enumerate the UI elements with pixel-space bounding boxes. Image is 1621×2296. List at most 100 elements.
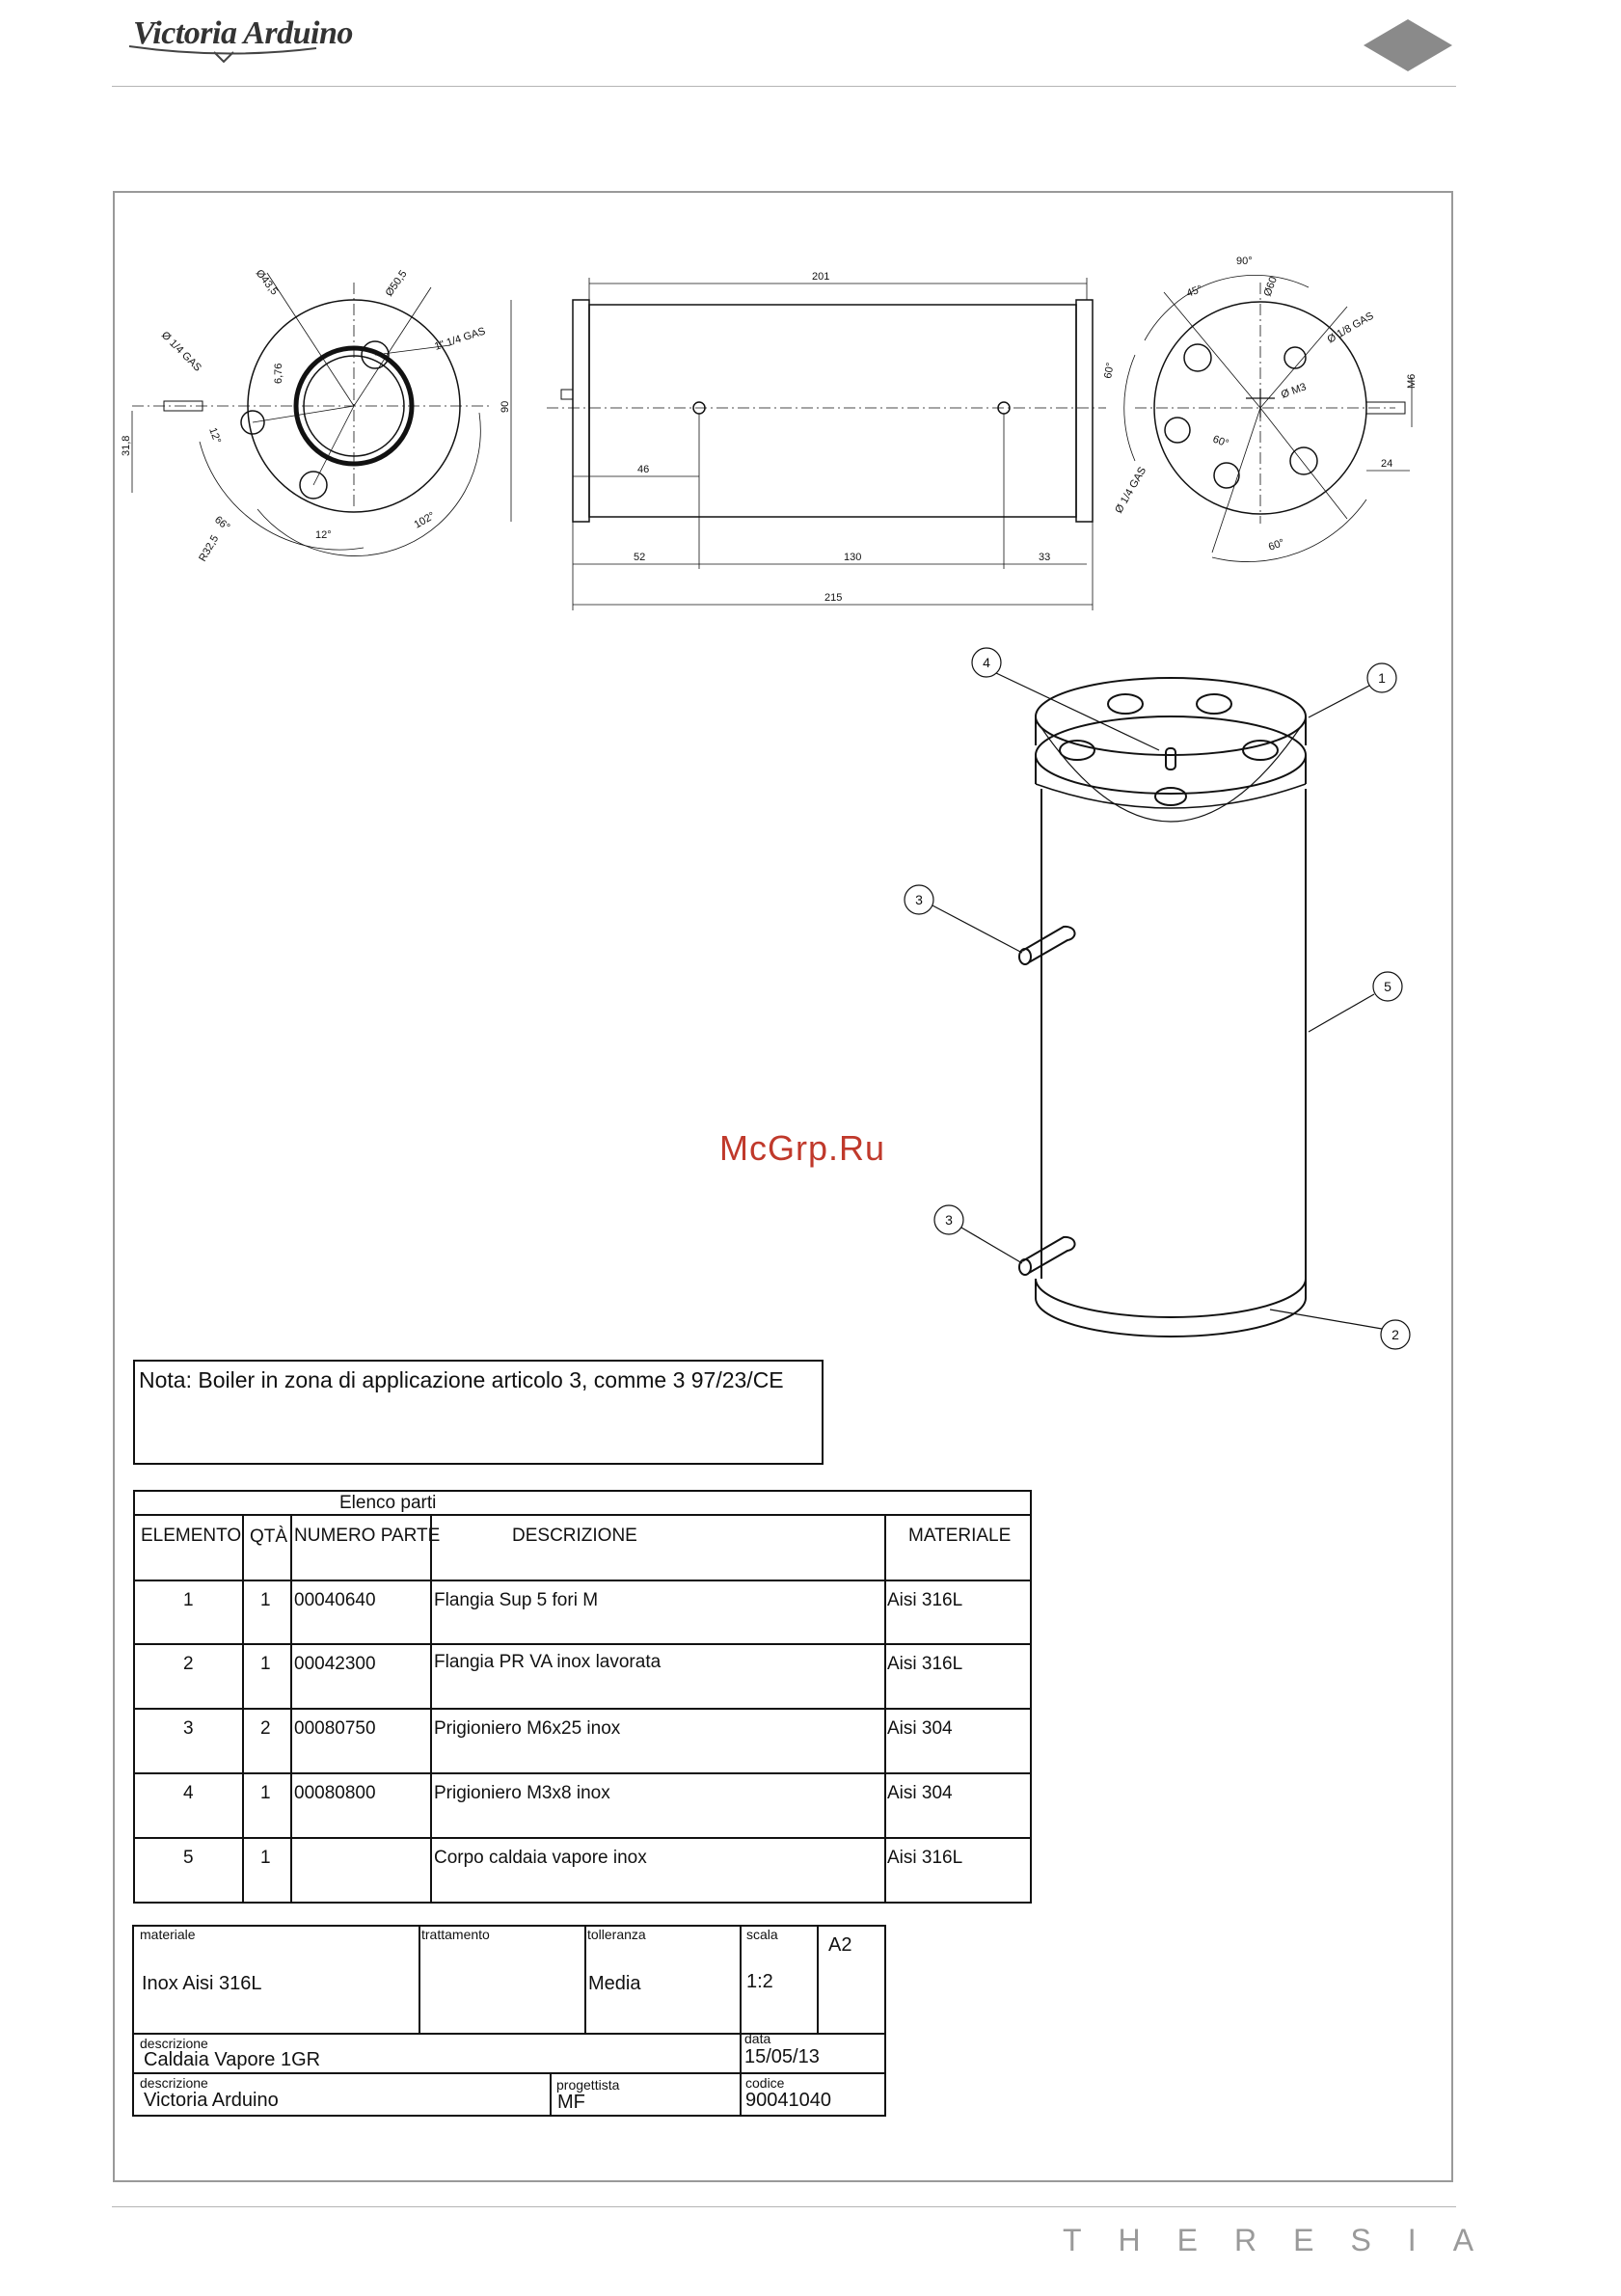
svg-text:6,76: 6,76 bbox=[273, 364, 284, 384]
table-cell: 1 bbox=[260, 1654, 271, 1674]
svg-text:31,8: 31,8 bbox=[121, 436, 132, 456]
header-qta: QTÀ bbox=[250, 1526, 288, 1547]
header-elemento: ELEMENTO bbox=[141, 1526, 242, 1546]
table-cell: Corpo caldaia vapore inox bbox=[434, 1848, 647, 1868]
dim-front-0: Ø43,5 bbox=[254, 267, 281, 297]
note-label: Nota: bbox=[139, 1367, 192, 1392]
isometric-view bbox=[1018, 677, 1307, 1337]
table-cell: Aisi 304 bbox=[887, 1783, 953, 1803]
tolleranza-value: Media bbox=[588, 1973, 641, 1994]
svg-text:5: 5 bbox=[1384, 979, 1391, 994]
table-cell: Aisi 316L bbox=[887, 1848, 963, 1868]
table-cell: 1 bbox=[260, 1848, 271, 1868]
svg-text:66°: 66° bbox=[212, 514, 231, 533]
scala-value: 1:2 bbox=[746, 1971, 773, 1992]
header-numero-parte: NUMERO PARTE bbox=[294, 1526, 441, 1546]
header-materiale: MATERIALE bbox=[908, 1526, 1012, 1546]
svg-text:M6: M6 bbox=[1406, 374, 1418, 389]
front-view bbox=[131, 272, 489, 556]
table-cell: 00080750 bbox=[294, 1718, 376, 1739]
svg-text:1: 1 bbox=[1378, 670, 1386, 686]
svg-text:Ø 1/4 GAS: Ø 1/4 GAS bbox=[1113, 465, 1148, 515]
svg-text:215: 215 bbox=[824, 592, 842, 604]
codice-label: codice bbox=[745, 2075, 785, 2091]
table-cell: 4 bbox=[183, 1783, 194, 1803]
watermark: McGrp.Ru bbox=[719, 1128, 886, 1168]
svg-text:46: 46 bbox=[637, 464, 649, 475]
svg-text:1" 1/4 GAS: 1" 1/4 GAS bbox=[433, 326, 487, 353]
svg-text:60°: 60° bbox=[1267, 537, 1286, 554]
scala-label: scala bbox=[746, 1927, 778, 1942]
table-cell: Prigioniero M6x25 inox bbox=[434, 1718, 621, 1739]
codice-value: 90041040 bbox=[745, 2090, 831, 2111]
table-cell: Aisi 316L bbox=[887, 1654, 963, 1674]
svg-text:130: 130 bbox=[844, 552, 861, 563]
svg-text:Ø 1/4 GAS: Ø 1/4 GAS bbox=[159, 330, 203, 374]
table-cell: Flangia Sup 5 fori M bbox=[434, 1590, 599, 1610]
svg-text:R32,5: R32,5 bbox=[197, 533, 221, 563]
svg-text:45°: 45° bbox=[1185, 284, 1204, 300]
table-cell: Aisi 304 bbox=[887, 1718, 953, 1739]
table-cell: Aisi 316L bbox=[887, 1590, 963, 1610]
footer-brand: THERESIA bbox=[1063, 2223, 1511, 2257]
svg-text:90°: 90° bbox=[1236, 256, 1253, 267]
trattamento-label: trattamento bbox=[421, 1927, 490, 1942]
top-view bbox=[1123, 274, 1413, 562]
svg-text:60°: 60° bbox=[1211, 434, 1230, 450]
svg-text:102°: 102° bbox=[413, 510, 438, 531]
descrizione2-value: Victoria Arduino bbox=[144, 2090, 279, 2111]
drawing-frame bbox=[113, 191, 1453, 2182]
callouts bbox=[904, 647, 1411, 1350]
descrizione-label: descrizione bbox=[140, 2036, 208, 2051]
svg-text:2: 2 bbox=[1391, 1327, 1399, 1342]
logo-swoosh bbox=[128, 45, 317, 64]
svg-text:Ø M3: Ø M3 bbox=[1280, 381, 1308, 400]
svg-text:Ø50,5: Ø50,5 bbox=[384, 268, 410, 298]
table-cell: 1 bbox=[260, 1783, 271, 1803]
table-cell: 2 bbox=[183, 1654, 194, 1674]
data-label: data bbox=[744, 2031, 771, 2046]
data-value: 15/05/13 bbox=[744, 2046, 820, 2067]
svg-text:33: 33 bbox=[1039, 552, 1050, 563]
table-cell: 00080800 bbox=[294, 1783, 376, 1803]
table-cell: 3 bbox=[183, 1718, 194, 1739]
table-cell: 5 bbox=[183, 1848, 194, 1868]
title-block-grid bbox=[132, 1925, 886, 2117]
svg-text:12°: 12° bbox=[206, 426, 223, 446]
svg-text:201: 201 bbox=[812, 271, 829, 283]
parts-table-grid bbox=[133, 1490, 1032, 1904]
svg-text:4: 4 bbox=[983, 655, 990, 670]
svg-text:3: 3 bbox=[945, 1212, 953, 1228]
svg-text:Ø 1/8 GAS: Ø 1/8 GAS bbox=[1326, 311, 1376, 346]
svg-text:Ø60: Ø60 bbox=[1262, 275, 1280, 298]
svg-text:12°: 12° bbox=[315, 529, 332, 541]
table-cell: Prigioniero M3x8 inox bbox=[434, 1783, 610, 1803]
format-value: A2 bbox=[828, 1934, 852, 1956]
tolleranza-label: tolleranza bbox=[587, 1927, 646, 1942]
svg-text:60°: 60° bbox=[1102, 362, 1117, 379]
table-cell: 1 bbox=[183, 1590, 194, 1610]
header-descrizione: DESCRIZIONE bbox=[512, 1526, 637, 1546]
technical-drawing: Ø43,5 Ø50,5 Ø 1/4 GAS 1" 1/4 GAS 6,76 31… bbox=[121, 256, 1418, 1350]
svg-text:24: 24 bbox=[1381, 458, 1392, 470]
descrizione-value: Caldaia Vapore 1GR bbox=[144, 2049, 321, 2070]
materiale-value: Inox Aisi 316L bbox=[142, 1973, 262, 1994]
descrizione2-label: descrizione bbox=[140, 2075, 208, 2091]
table-cell: 2 bbox=[260, 1718, 271, 1739]
materiale-label: materiale bbox=[140, 1927, 196, 1942]
footer-divider bbox=[112, 2206, 1456, 2207]
svg-text:52: 52 bbox=[634, 552, 645, 563]
diamond-icon bbox=[1364, 19, 1452, 71]
header-divider bbox=[112, 86, 1456, 87]
table-cell: 00040640 bbox=[294, 1590, 376, 1610]
svg-text:90: 90 bbox=[500, 401, 511, 413]
table-cell: 00042300 bbox=[294, 1654, 376, 1674]
table-cell: 1 bbox=[260, 1590, 271, 1610]
brand-logo: Victoria Arduino bbox=[133, 15, 353, 51]
note-box bbox=[133, 1360, 824, 1465]
note: Nota: Boiler in zona di applicazione art… bbox=[139, 1367, 784, 1393]
note-text: Boiler in zona di applicazione articolo … bbox=[198, 1367, 784, 1392]
progettista-label: progettista bbox=[556, 2077, 620, 2093]
svg-text:3: 3 bbox=[915, 892, 923, 907]
parts-table-title: Elenco parti bbox=[339, 1493, 437, 1513]
